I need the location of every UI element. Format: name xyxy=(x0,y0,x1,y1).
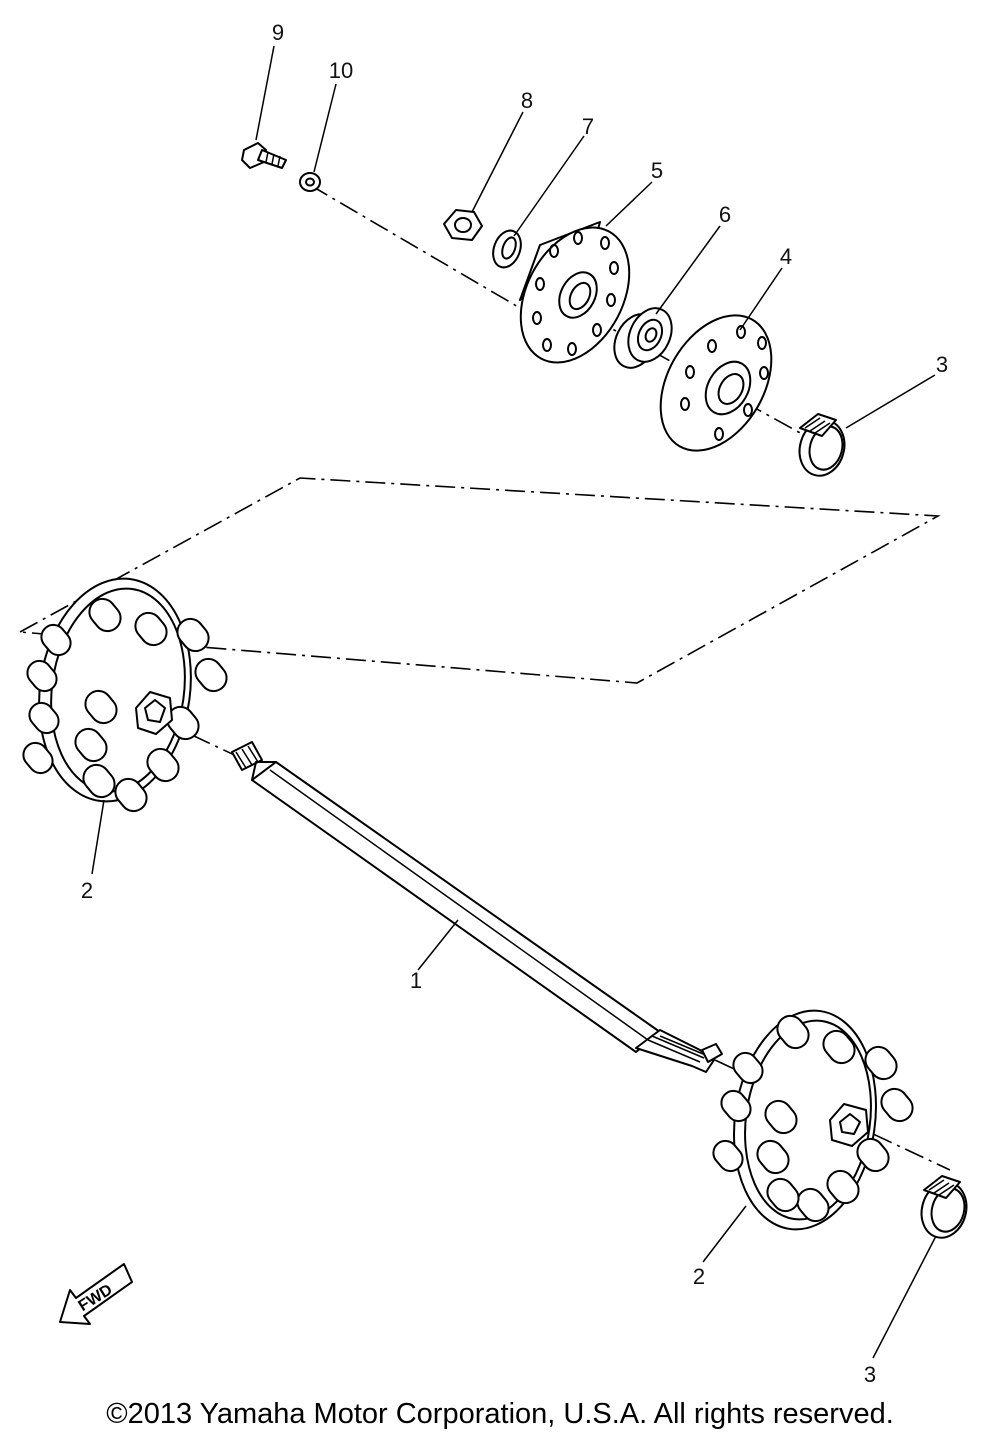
washer-part-10 xyxy=(299,172,321,192)
bearing-part-6 xyxy=(613,307,673,369)
sprocket-part-2-right xyxy=(712,1009,914,1231)
flange-plate-part-4 xyxy=(659,314,773,452)
spacer-part-7 xyxy=(492,229,522,269)
fwd-arrow: FWD xyxy=(59,1263,133,1325)
sprocket-part-2-left xyxy=(22,577,228,813)
callout-8: 8 xyxy=(521,88,533,113)
callout-6: 6 xyxy=(719,202,731,227)
sprocket-teeth-right xyxy=(712,1014,914,1223)
callout-7: 7 xyxy=(582,114,594,139)
clamp-part-3-top xyxy=(798,413,846,477)
callout-9: 9 xyxy=(272,20,284,45)
copyright-notice: ©2013 Yamaha Motor Corporation, U.S.A. A… xyxy=(106,1398,894,1430)
callout-1: 1 xyxy=(410,968,422,993)
callout-3-top: 3 xyxy=(936,352,948,377)
callout-10: 10 xyxy=(329,58,353,83)
callout-3-bottom: 3 xyxy=(864,1362,876,1387)
leader-lines xyxy=(91,45,937,1359)
flange-bolt-holes xyxy=(532,231,619,356)
callout-2-left: 2 xyxy=(81,878,93,903)
sprocket-teeth-left xyxy=(22,597,228,813)
nut-part-8 xyxy=(443,209,483,241)
clamp-part-3-bottom xyxy=(920,1175,968,1239)
callout-5: 5 xyxy=(651,158,663,183)
callout-labels: 9 10 8 7 5 6 4 3 2 1 2 3 xyxy=(81,20,948,1387)
callout-2-right: 2 xyxy=(693,1264,705,1289)
bolt-part-9 xyxy=(241,142,287,169)
callout-4: 4 xyxy=(780,244,792,269)
drive-shaft-part-1 xyxy=(231,741,723,1073)
flange-housing-part-5 xyxy=(519,221,631,364)
plate-bolt-holes xyxy=(680,325,769,441)
